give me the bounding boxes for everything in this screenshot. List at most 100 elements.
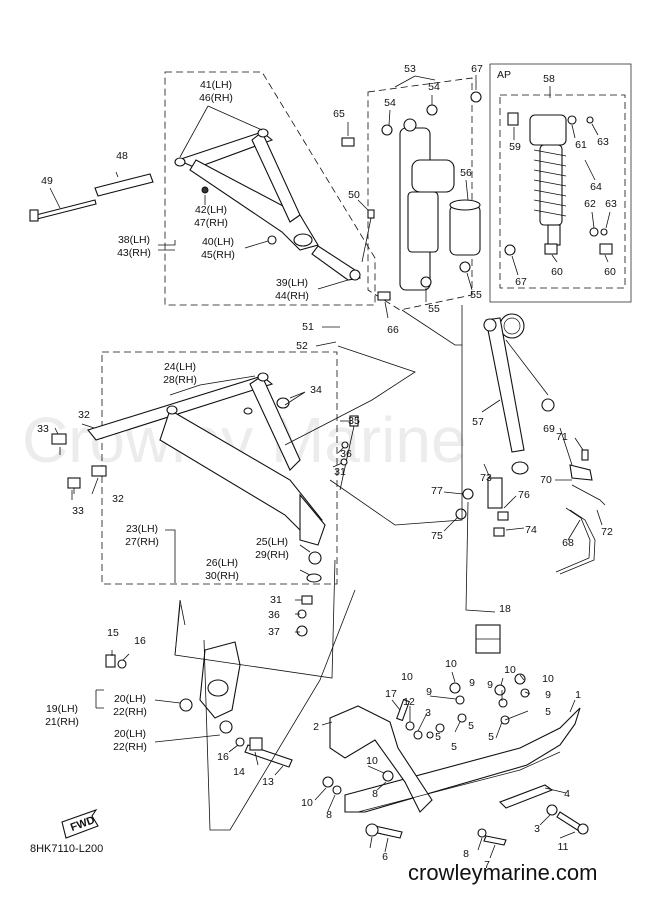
callout-10e: 10 xyxy=(366,755,378,767)
callout-53: 53 xyxy=(404,63,416,75)
callout-48: 48 xyxy=(116,150,128,162)
callout-46: 46(RH) xyxy=(199,92,233,104)
callout-16a: 16 xyxy=(134,635,146,647)
callout-17: 17 xyxy=(385,688,397,700)
callout-10b: 10 xyxy=(445,658,457,670)
callout-67a: 67 xyxy=(471,63,483,75)
callout-55a: 55 xyxy=(470,289,482,301)
callout-56: 56 xyxy=(460,167,472,179)
callout-22a: 22(RH) xyxy=(113,706,147,718)
callout-36b: 36 xyxy=(268,609,280,621)
callout-30: 30(RH) xyxy=(205,570,239,582)
leader-lines xyxy=(49,75,611,859)
callout-54a: 54 xyxy=(384,97,396,109)
callout-75: 75 xyxy=(431,530,443,542)
callout-54b: 54 xyxy=(428,81,440,93)
callout-3b: 3 xyxy=(534,823,540,835)
callout-77: 77 xyxy=(431,485,443,497)
steering-linkage xyxy=(455,449,606,575)
callout-8c: 8 xyxy=(463,848,469,860)
callout-4: 4 xyxy=(564,788,570,800)
callout-67b: 67 xyxy=(515,276,527,288)
callout-26: 26(LH) xyxy=(206,557,238,569)
callout-10c: 10 xyxy=(504,664,516,676)
callout-60b: 60 xyxy=(604,266,616,278)
spindle xyxy=(105,641,293,768)
callout-45: 45(RH) xyxy=(201,249,235,261)
callout-23: 23(LH) xyxy=(126,523,158,535)
gauge-tool xyxy=(483,313,555,475)
callout-35: 35 xyxy=(348,415,360,427)
callout-9c: 9 xyxy=(487,679,493,691)
callout-5e: 5 xyxy=(545,706,551,718)
callout-34: 34 xyxy=(310,384,322,396)
callout-63a: 63 xyxy=(597,136,609,148)
callout-49: 49 xyxy=(41,175,53,187)
callout-14: 14 xyxy=(233,766,245,778)
callout-66: 66 xyxy=(387,324,399,336)
callout-32a: 32 xyxy=(78,409,90,421)
upper-a-arm xyxy=(174,128,375,281)
callout-43: 43(RH) xyxy=(117,247,151,259)
callout-9b: 9 xyxy=(469,677,475,689)
callout-42: 42(LH) xyxy=(195,204,227,216)
callout-5c: 5 xyxy=(488,731,494,743)
callout-41: 41(LH) xyxy=(200,79,232,91)
callout-71: 71 xyxy=(556,431,568,443)
callout-1: 1 xyxy=(575,689,581,701)
callout-50: 50 xyxy=(348,189,360,201)
callout-2: 2 xyxy=(313,721,319,733)
callout-70: 70 xyxy=(540,474,552,486)
callout-57: 57 xyxy=(472,416,484,428)
callout-36a: 36 xyxy=(340,448,352,460)
callout-47: 47(RH) xyxy=(194,217,228,229)
lower-a-arm xyxy=(51,372,326,637)
shock-absorber xyxy=(341,91,516,301)
callout-11: 11 xyxy=(558,841,569,853)
callout-51: 51 xyxy=(302,321,314,333)
callout-18: 18 xyxy=(499,603,511,615)
callout-59: 59 xyxy=(509,141,521,153)
callout-8a: 8 xyxy=(326,809,332,821)
callout-5a: 5 xyxy=(451,741,457,753)
callout-32b: 32 xyxy=(112,493,124,505)
callout-7: 7 xyxy=(484,859,490,871)
callout-33a: 33 xyxy=(37,423,49,435)
callout-21: 21(RH) xyxy=(45,716,79,728)
ski xyxy=(322,624,589,846)
callout-60a: 60 xyxy=(551,266,563,278)
callout-29: 29(RH) xyxy=(255,549,289,561)
fwd-arrow: FWD xyxy=(61,808,99,839)
callout-68: 68 xyxy=(562,537,574,549)
callout-3a: 3 xyxy=(425,707,431,719)
callout-16b: 16 xyxy=(217,751,229,763)
callout-20a: 20(LH) xyxy=(114,693,146,705)
a-arm-bolt xyxy=(339,415,359,491)
callout-55b: 55 xyxy=(428,303,440,315)
callout-27: 27(RH) xyxy=(125,536,159,548)
callout-9a: 9 xyxy=(426,686,432,698)
callout-63b: 63 xyxy=(605,198,617,210)
callout-76: 76 xyxy=(518,489,530,501)
callout-10a: 10 xyxy=(401,671,413,683)
callout-52: 52 xyxy=(296,340,308,352)
callout-31a: 31 xyxy=(334,466,346,478)
callout-labels: 41(LH) 46(RH) 48 49 42(LH) 47(RH) 50 38(… xyxy=(37,63,617,871)
callout-9d: 9 xyxy=(545,689,551,701)
callout-6: 6 xyxy=(382,851,388,863)
callout-24: 24(LH) xyxy=(164,361,196,373)
callout-39: 39(LH) xyxy=(276,277,308,289)
callout-33b: 33 xyxy=(72,505,84,517)
callout-13: 13 xyxy=(262,776,274,788)
callout-65: 65 xyxy=(333,108,345,120)
callout-10d: 10 xyxy=(542,673,554,685)
callout-69: 69 xyxy=(543,423,555,435)
callout-40: 40(LH) xyxy=(202,236,234,248)
callout-19: 19(LH) xyxy=(46,703,78,715)
callout-62: 62 xyxy=(584,198,596,210)
upper-shaft xyxy=(29,173,154,222)
callout-25: 25(LH) xyxy=(256,536,288,548)
callout-31b: 31 xyxy=(270,594,282,606)
callout-58: 58 xyxy=(543,73,555,85)
